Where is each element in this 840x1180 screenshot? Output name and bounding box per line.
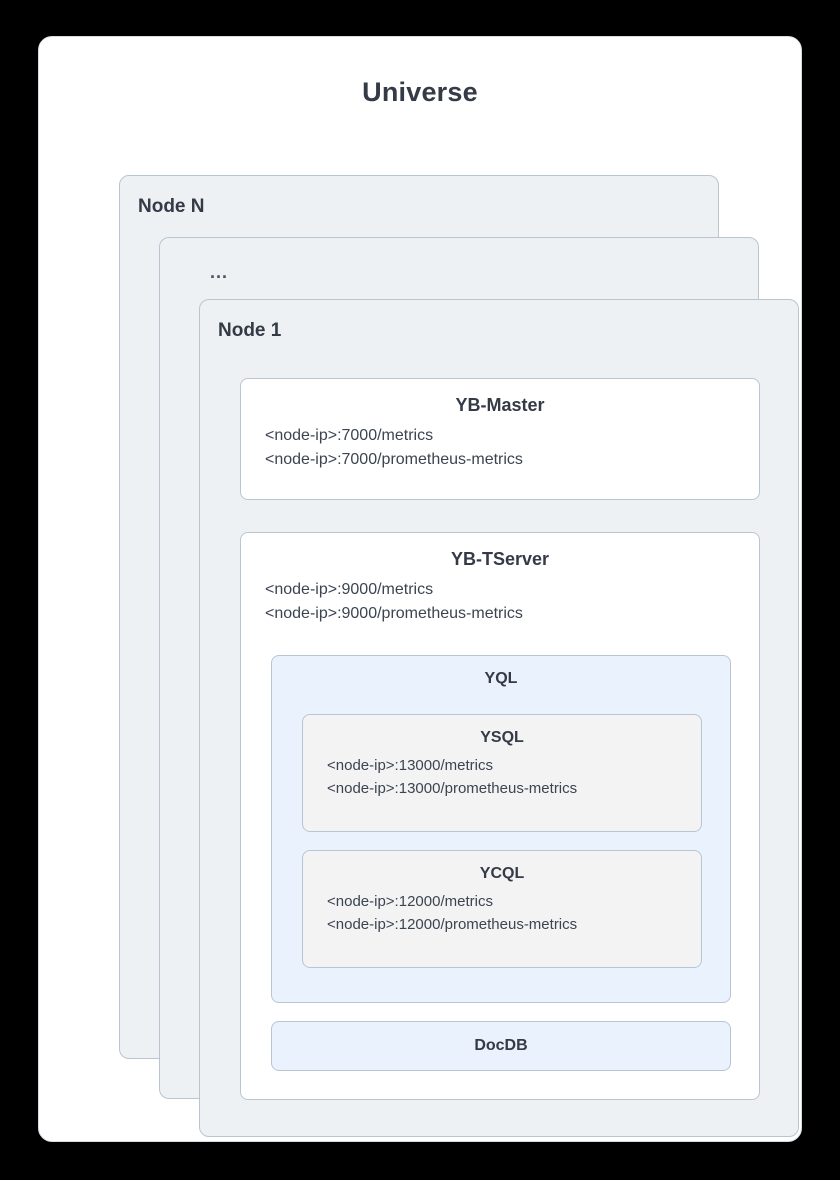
ysql-endpoint-prometheus: <node-ip>:13000/prometheus-metrics (327, 779, 578, 797)
yb-master-endpoint-prometheus: <node-ip>:7000/prometheus-metrics (265, 451, 523, 469)
node-panel-label-node-n: Node N (138, 196, 205, 217)
yb-tserver-box[interactable]: YB-TServer <node-ip>:9000/metrics <node-… (240, 532, 760, 1100)
yql-box[interactable]: YQL YSQL <node-ip>:13000/metrics <node-i… (271, 655, 731, 1003)
yb-tserver-endpoint-metrics: <node-ip>:9000/metrics (265, 581, 434, 598)
yb-master-endpoint-metrics: <node-ip>:7000/metrics (265, 427, 434, 444)
page-title: Universe (362, 77, 478, 107)
ycql-endpoint-metrics: <node-ip>:12000/metrics (327, 893, 493, 910)
node-panel-label-node-1: Node 1 (218, 320, 282, 341)
ycql-endpoint-prometheus: <node-ip>:12000/prometheus-metrics (327, 915, 578, 933)
ysql-endpoint-metrics: <node-ip>:13000/metrics (327, 757, 493, 774)
yb-tserver-endpoints: <node-ip>:9000/metrics <node-ip>:9000/pr… (241, 578, 759, 627)
ysql-title: YSQL (480, 729, 524, 746)
ysql-box[interactable]: YSQL <node-ip>:13000/metrics <node-ip>:1… (302, 714, 702, 832)
ycql-title: YCQL (479, 865, 525, 882)
docdb-title: DocDB (474, 1037, 528, 1054)
yb-tserver-endpoint-prometheus: <node-ip>:9000/prometheus-metrics (265, 605, 523, 623)
yb-master-endpoints: <node-ip>:7000/metrics <node-ip>:7000/pr… (241, 424, 759, 473)
universe-card: Universe Node N ... Node 1 YB-Master <no… (38, 36, 802, 1142)
yql-title: YQL (484, 670, 518, 687)
ycql-box[interactable]: YCQL <node-ip>:12000/metrics <node-ip>:1… (302, 850, 702, 968)
yb-master-box[interactable]: YB-Master <node-ip>:7000/metrics <node-i… (240, 378, 760, 500)
yb-master-title: YB-Master (455, 395, 545, 415)
docdb-box[interactable]: DocDB (271, 1021, 731, 1071)
node-panel-label-ellipsis: ... (210, 262, 229, 282)
yb-tserver-title: YB-TServer (450, 549, 550, 569)
ysql-endpoints: <node-ip>:13000/metrics <node-ip>:13000/… (303, 755, 701, 800)
ycql-endpoints: <node-ip>:12000/metrics <node-ip>:12000/… (303, 891, 701, 936)
node-panel-node-1[interactable]: Node 1 YB-Master <node-ip>:7000/metrics … (199, 299, 799, 1137)
